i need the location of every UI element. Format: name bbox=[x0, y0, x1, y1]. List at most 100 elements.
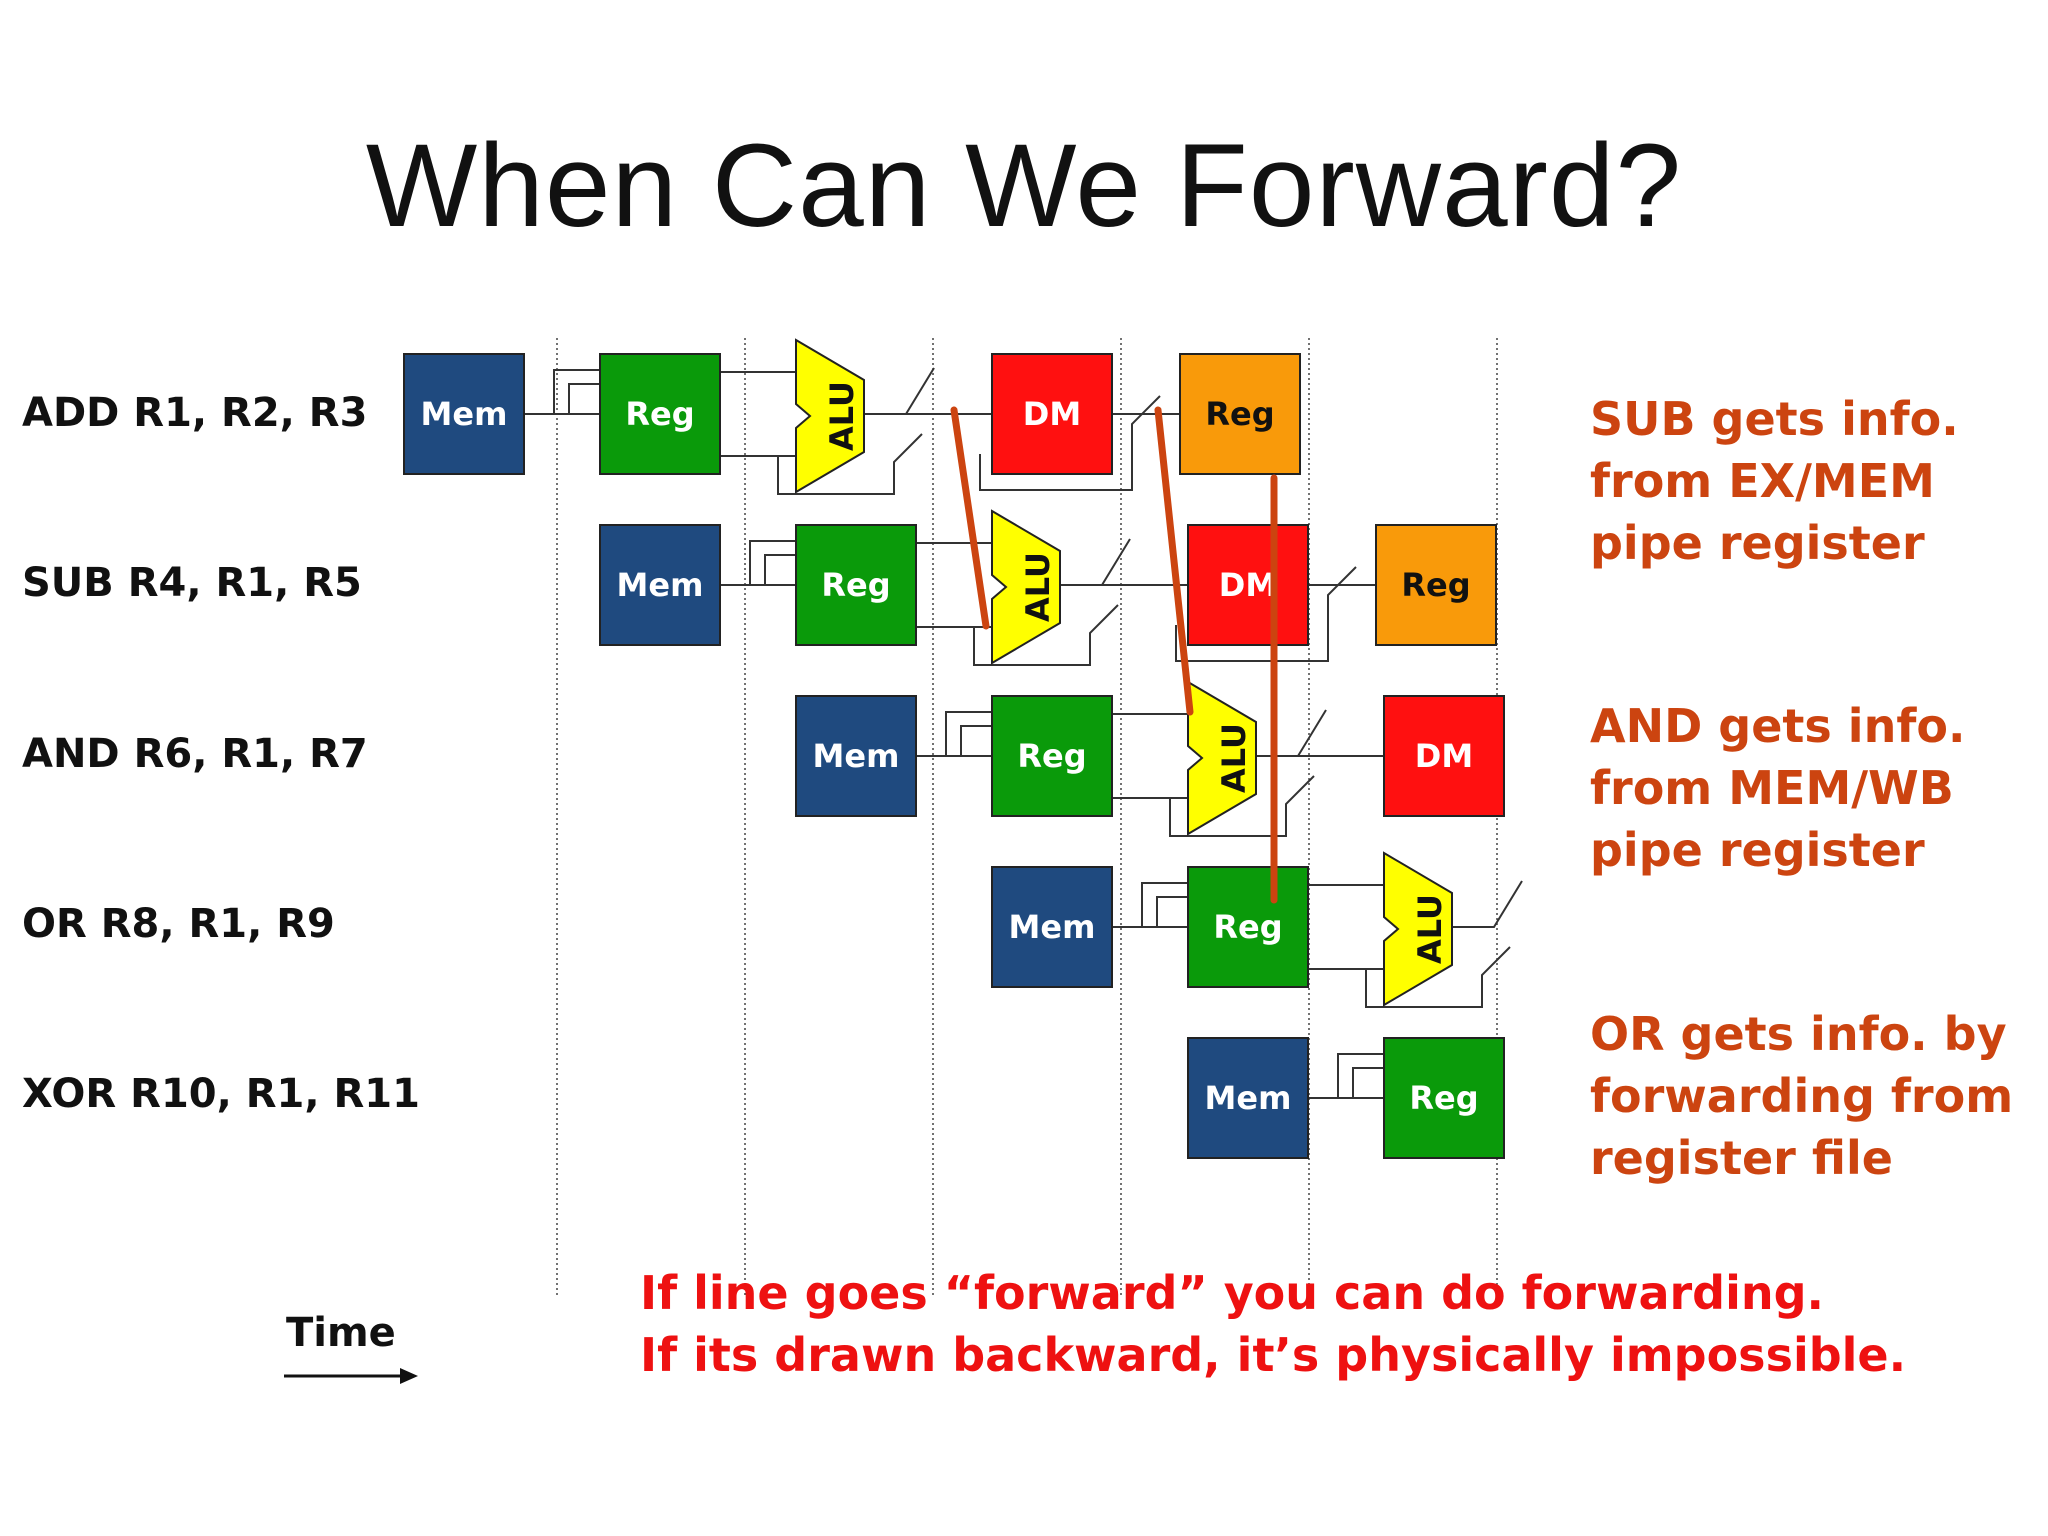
note-and-line-2: from MEM/WB bbox=[1590, 761, 1954, 815]
row-add-alu-stage-shape bbox=[795, 338, 865, 494]
row-sub-reg-stage-box bbox=[795, 524, 917, 646]
row-and-alu-stage: ALU bbox=[1187, 680, 1257, 836]
row-and-dm-stage-box bbox=[1383, 695, 1505, 817]
caption-line-1: If line goes “forward” you can do forwar… bbox=[640, 1266, 1825, 1320]
row-add-dm-stage: DM bbox=[991, 353, 1113, 475]
datapath-wire bbox=[1060, 538, 1131, 586]
time-label: Time bbox=[286, 1310, 396, 1356]
datapath-wire bbox=[1256, 709, 1327, 757]
row-add-writeback-reg-stage: Reg bbox=[1179, 353, 1301, 475]
row-and-mem-stage-box bbox=[795, 695, 917, 817]
note-and-line-1: AND gets info. bbox=[1590, 699, 1966, 753]
row-sub-writeback-reg-stage-label: Reg bbox=[1401, 566, 1470, 604]
row-add-reg-stage: Reg bbox=[599, 353, 721, 475]
slide-title: When Can We Forward? bbox=[365, 120, 1683, 252]
row-sub-mem-stage-label: Mem bbox=[617, 566, 704, 604]
instruction-or: OR R8, R1, R9 bbox=[22, 901, 335, 947]
row-add-writeback-reg-stage-label: Reg bbox=[1205, 395, 1274, 433]
bottom-caption: If line goes “forward” you can do forwar… bbox=[640, 1262, 1906, 1386]
note-or-line-1: OR gets info. by bbox=[1590, 1007, 2007, 1061]
datapath-wire bbox=[777, 433, 923, 495]
row-sub-dm-stage-box bbox=[1187, 524, 1309, 646]
note-or-line-2: forwarding from bbox=[1590, 1069, 2014, 1123]
row-xor-reg-stage-box bbox=[1383, 1037, 1505, 1159]
row-and-mem-stage-label: Mem bbox=[813, 737, 900, 775]
note-and-line-3: pipe register bbox=[1590, 823, 1925, 877]
row-sub-alu-stage-shape bbox=[991, 509, 1061, 665]
instruction-and: AND R6, R1, R7 bbox=[22, 731, 368, 777]
row-sub-alu-stage: ALU bbox=[991, 509, 1061, 665]
row-add-reg-stage-box bbox=[599, 353, 721, 475]
row-add-alu-stage: ALU bbox=[795, 338, 865, 494]
row-or-reg-stage-label: Reg bbox=[1213, 908, 1282, 946]
row-or-alu-stage: ALU bbox=[1383, 851, 1453, 1007]
row-and-reg-stage: Reg bbox=[991, 695, 1113, 817]
row-sub-alu-stage-label: ALU bbox=[1019, 552, 1057, 622]
row-and-alu-stage-shape bbox=[1187, 680, 1257, 836]
row-and-reg-stage-label: Reg bbox=[1017, 737, 1086, 775]
row-or-alu-stage-label: ALU bbox=[1411, 894, 1449, 964]
row-add-alu-stage-label: ALU bbox=[823, 381, 861, 451]
row-and-dm-stage-label: DM bbox=[1415, 737, 1473, 775]
forward-line-add-to-and bbox=[1154, 406, 1194, 716]
row-sub-dm-stage-label: DM bbox=[1219, 566, 1277, 604]
datapath-wire bbox=[764, 554, 796, 585]
row-or-mem-stage-box bbox=[991, 866, 1113, 988]
note-sub-line-3: pipe register bbox=[1590, 516, 1925, 570]
instruction-sub: SUB R4, R1, R5 bbox=[22, 560, 362, 606]
row-add-writeback-reg-stage-box bbox=[1179, 353, 1301, 475]
datapath-wire bbox=[973, 604, 1119, 666]
datapath-wire bbox=[749, 540, 796, 585]
time-arrow bbox=[284, 1368, 418, 1384]
forward-line-add-to-sub bbox=[950, 406, 990, 630]
datapath-wire bbox=[1352, 1067, 1384, 1098]
row-sub-dm-stage: DM bbox=[1187, 524, 1309, 646]
row-xor-mem-stage-label: Mem bbox=[1205, 1079, 1292, 1117]
datapath-wire bbox=[945, 711, 992, 756]
datapath-wire bbox=[1365, 946, 1511, 1008]
row-sub-writeback-reg-stage-box bbox=[1375, 524, 1497, 646]
row-add-dm-stage-label: DM bbox=[1023, 395, 1081, 433]
row-add-dm-stage-box bbox=[991, 353, 1113, 475]
row-xor-mem-stage: Mem bbox=[1187, 1037, 1309, 1159]
row-sub-mem-stage-box bbox=[599, 524, 721, 646]
datapath-wire bbox=[568, 383, 600, 414]
datapath-wires bbox=[524, 367, 1523, 1099]
row-add-reg-stage-label: Reg bbox=[625, 395, 694, 433]
row-or-reg-stage: Reg bbox=[1187, 866, 1309, 988]
time-arrow-head bbox=[400, 1368, 418, 1384]
row-xor-mem-stage-box bbox=[1187, 1037, 1309, 1159]
note-or-forwarding: OR gets info. by forwarding from registe… bbox=[1590, 1003, 2013, 1189]
row-and-reg-stage-box bbox=[991, 695, 1113, 817]
note-and-forwarding: AND gets info. from MEM/WB pipe register bbox=[1590, 695, 1965, 881]
row-and-dm-stage: DM bbox=[1383, 695, 1505, 817]
row-sub-reg-stage: Reg bbox=[795, 524, 917, 646]
datapath-wire bbox=[1337, 1053, 1384, 1098]
datapath-wire bbox=[1169, 775, 1315, 837]
datapath-wire bbox=[960, 725, 992, 756]
datapath-wire bbox=[1156, 896, 1188, 927]
caption-line-2: If its drawn backward, it’s physically i… bbox=[640, 1328, 1907, 1382]
row-xor-reg-stage: Reg bbox=[1383, 1037, 1505, 1159]
row-xor-reg-stage-label: Reg bbox=[1409, 1079, 1478, 1117]
datapath-wire bbox=[1141, 882, 1188, 927]
datapath-wire bbox=[1452, 880, 1523, 928]
datapath-wire bbox=[553, 369, 600, 414]
datapath-wire bbox=[1175, 566, 1357, 662]
row-add-mem-stage: Mem bbox=[403, 353, 525, 475]
instruction-add: ADD R1, R2, R3 bbox=[22, 390, 368, 436]
row-and-mem-stage: Mem bbox=[795, 695, 917, 817]
row-sub-reg-stage-label: Reg bbox=[821, 566, 890, 604]
datapath-wire bbox=[979, 395, 1161, 491]
row-or-mem-stage-label: Mem bbox=[1009, 908, 1096, 946]
row-add-mem-stage-label: Mem bbox=[421, 395, 508, 433]
row-sub-writeback-reg-stage: Reg bbox=[1375, 524, 1497, 646]
row-sub-mem-stage: Mem bbox=[599, 524, 721, 646]
row-and-alu-stage-label: ALU bbox=[1215, 723, 1253, 793]
forwarding-lines bbox=[950, 406, 1278, 904]
row-or-mem-stage: Mem bbox=[991, 866, 1113, 988]
row-or-alu-stage-shape bbox=[1383, 851, 1453, 1007]
